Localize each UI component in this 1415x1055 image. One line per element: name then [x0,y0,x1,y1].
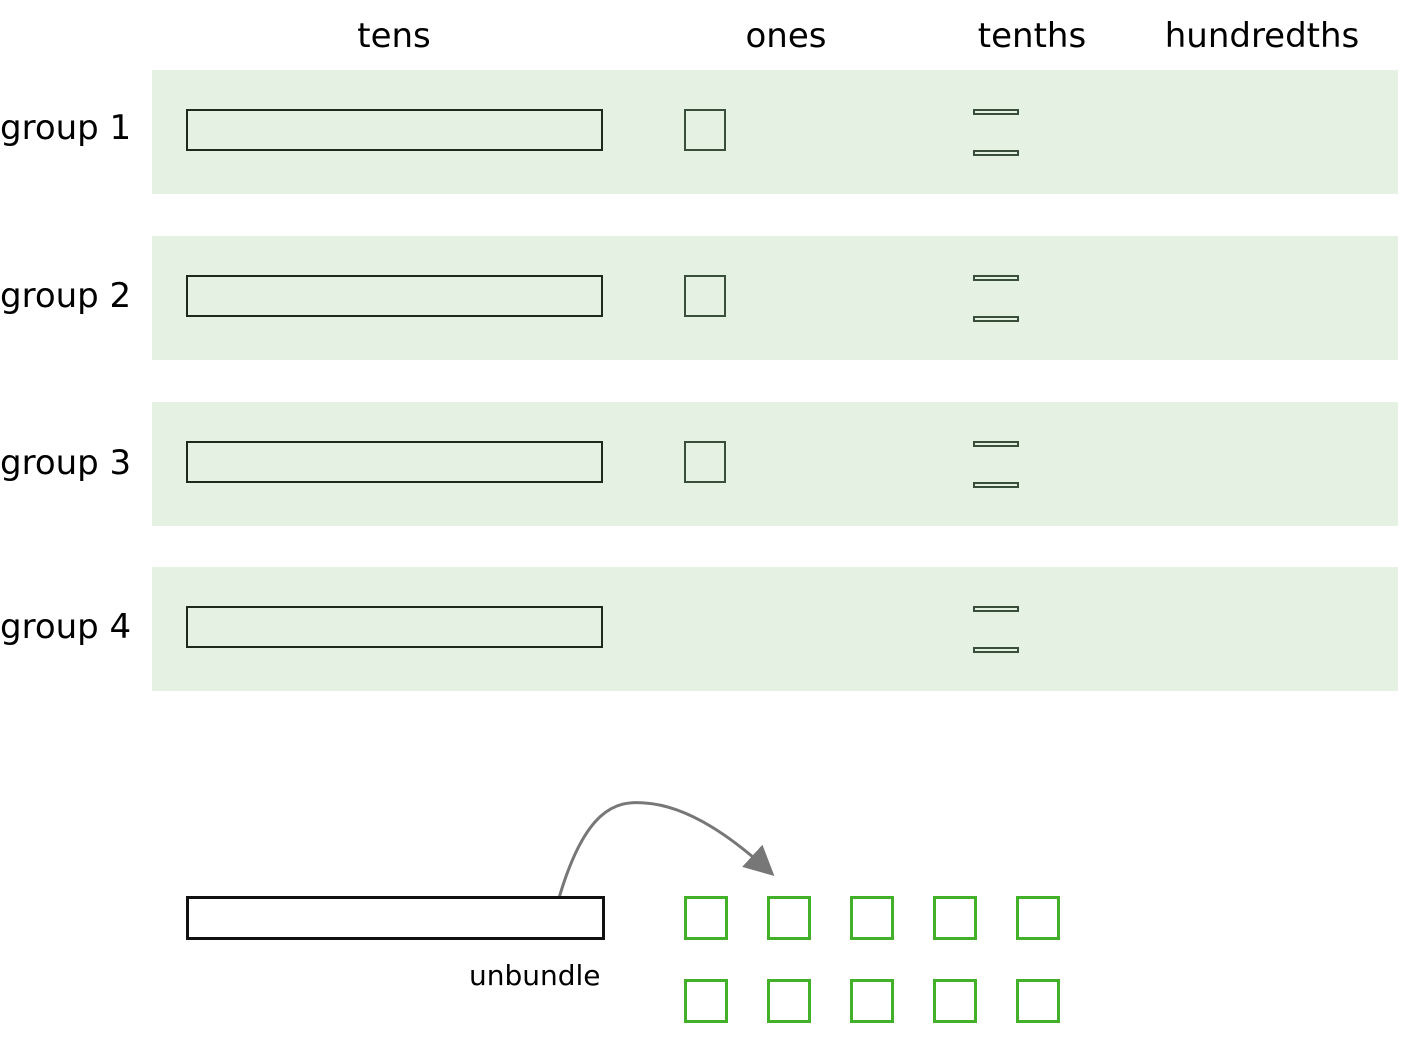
ten-rod [186,606,603,648]
unbundled-one-unit [1016,979,1060,1023]
unbundled-one-unit [767,979,811,1023]
one-unit [684,275,726,317]
ten-rod [186,275,603,317]
unbundle-ten-rod [186,896,605,940]
tenth-bar [973,275,1019,281]
unbundle-arrow-curve [557,801,775,899]
group-label: group 2 [0,276,132,316]
group-row-band [152,236,1398,360]
group-row-band [152,402,1398,526]
group-row-band [152,70,1398,194]
unbundled-one-unit [933,979,977,1023]
column-header-hundredths: hundredths [1164,16,1360,56]
group-label: group 3 [0,443,132,483]
tenth-bar [973,647,1019,653]
column-header-ones: ones [745,16,827,56]
unbundle-label: unbundle [469,959,601,992]
unbundled-one-unit [850,896,894,940]
group-label: group 4 [0,607,132,647]
ten-rod [186,441,603,483]
unbundled-one-unit [850,979,894,1023]
tenth-bar [973,316,1019,322]
tenth-bar [973,606,1019,612]
column-header-tenths: tenths [977,16,1087,56]
unbundled-one-unit [1016,896,1060,940]
unbundled-one-unit [684,979,728,1023]
unbundled-one-unit [684,896,728,940]
tenth-bar [973,482,1019,488]
unbundled-one-unit [933,896,977,940]
tenth-bar [973,441,1019,447]
one-unit [684,109,726,151]
tenth-bar [973,109,1019,115]
column-header-tens: tens [357,16,431,56]
one-unit [684,441,726,483]
unbundled-one-unit [767,896,811,940]
tenth-bar [973,150,1019,156]
ten-rod [186,109,603,151]
group-row-band [152,567,1398,691]
group-label: group 1 [0,108,132,148]
